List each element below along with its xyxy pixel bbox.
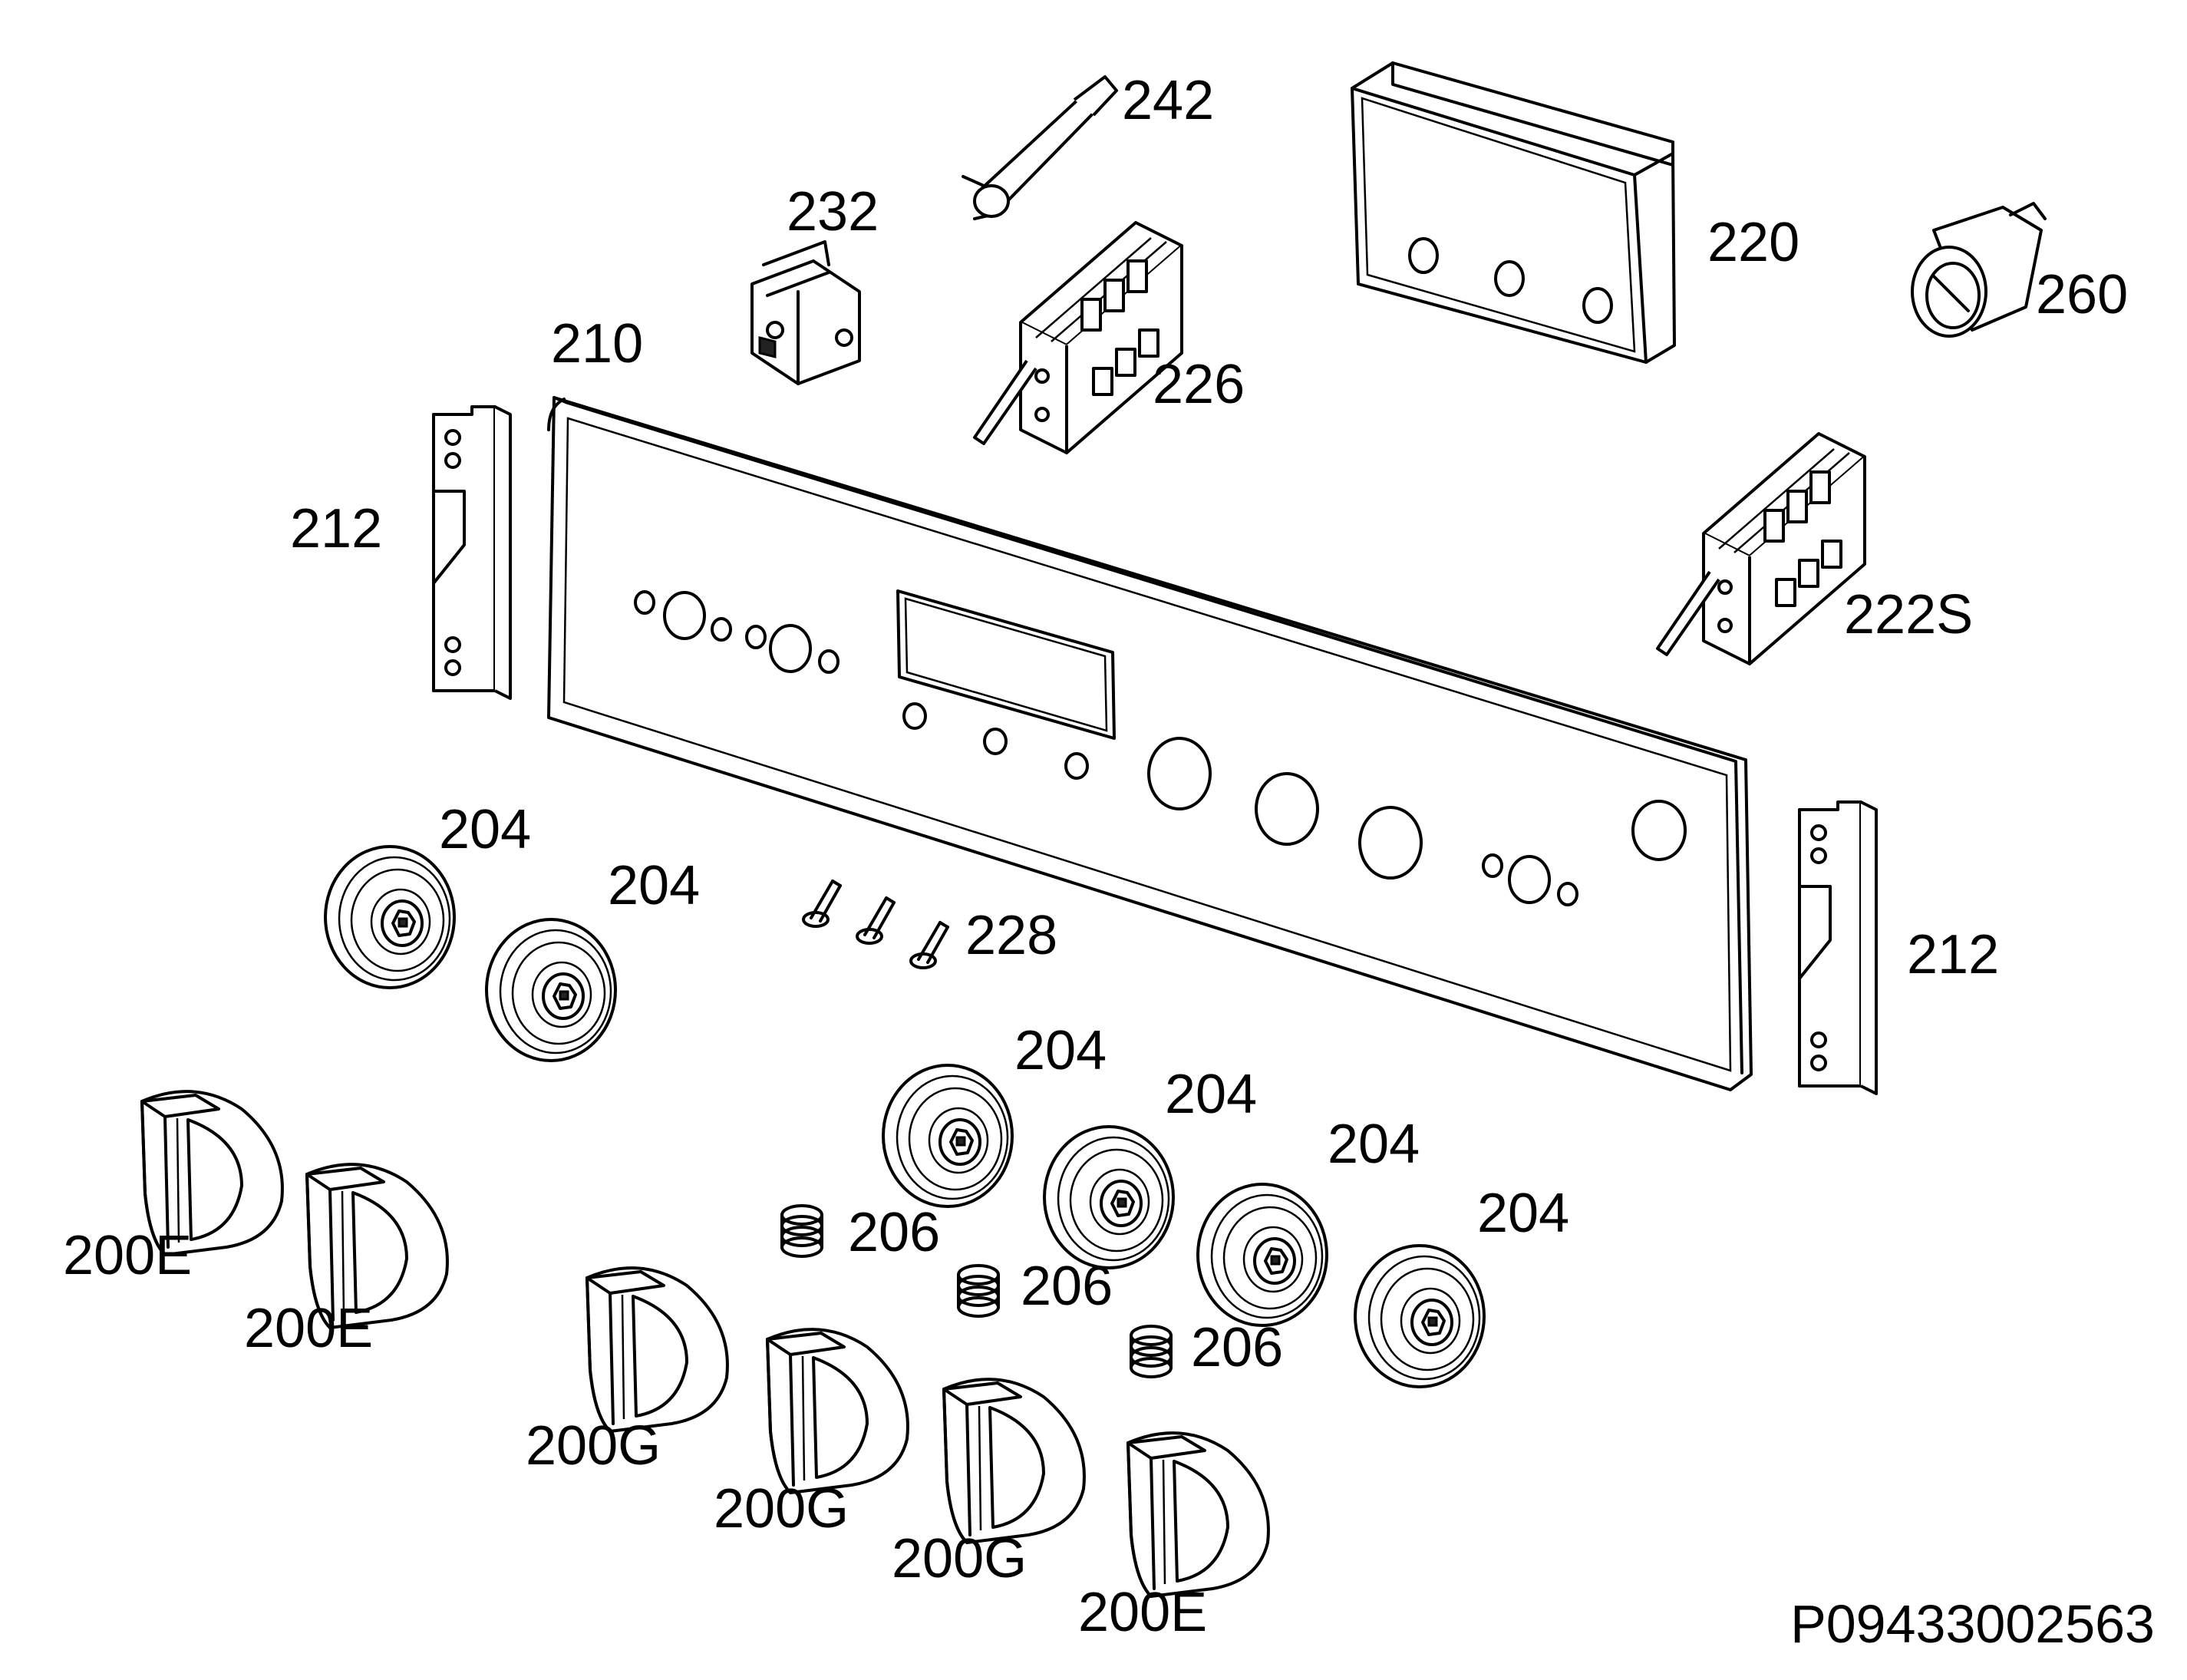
label-204-e: 204	[1328, 1114, 1420, 1175]
label-212-right: 212	[1907, 924, 1999, 985]
label-204-a: 204	[439, 799, 531, 860]
label-200e-2: 200E	[244, 1298, 373, 1359]
label-200e-1: 200E	[63, 1225, 192, 1286]
label-200g-1: 200G	[526, 1415, 661, 1477]
label-220: 220	[1707, 212, 1799, 273]
display-module-part-220	[1351, 61, 1676, 364]
part-labels: 242 220 232 260 210 226 212 222S 204 204…	[63, 70, 2155, 1654]
label-204-c: 204	[1014, 1020, 1107, 1081]
control-panel-part-210	[547, 396, 1753, 1091]
switch-part-222s	[1656, 432, 1866, 665]
label-200g-3: 200G	[892, 1528, 1027, 1589]
screw-part-228	[802, 880, 949, 969]
drawing-code: P09433002563	[1790, 1594, 2155, 1654]
sensor-part-242	[962, 75, 1118, 220]
side-bracket-part-212-right	[1798, 800, 1878, 1095]
label-206-c: 206	[1191, 1317, 1283, 1378]
label-206-a: 206	[848, 1202, 940, 1263]
label-242: 242	[1122, 70, 1214, 131]
switch-part-232	[750, 240, 861, 385]
side-bracket-part-212-left	[432, 405, 512, 700]
label-232: 232	[787, 181, 879, 243]
label-212-left: 212	[290, 498, 382, 559]
label-226: 226	[1153, 354, 1245, 415]
lamp-part-260	[1911, 202, 2047, 338]
label-204-f: 204	[1477, 1183, 1569, 1244]
switch-part-226	[973, 221, 1183, 454]
label-204-b: 204	[608, 855, 700, 916]
label-222s: 222S	[1844, 584, 1973, 645]
label-200g-2: 200G	[714, 1478, 849, 1540]
label-210: 210	[551, 313, 643, 375]
label-204-d: 204	[1165, 1064, 1257, 1125]
label-228: 228	[965, 905, 1057, 966]
label-206-b: 206	[1021, 1256, 1113, 1317]
label-260: 260	[2036, 264, 2128, 325]
label-200e-3: 200E	[1078, 1582, 1207, 1643]
